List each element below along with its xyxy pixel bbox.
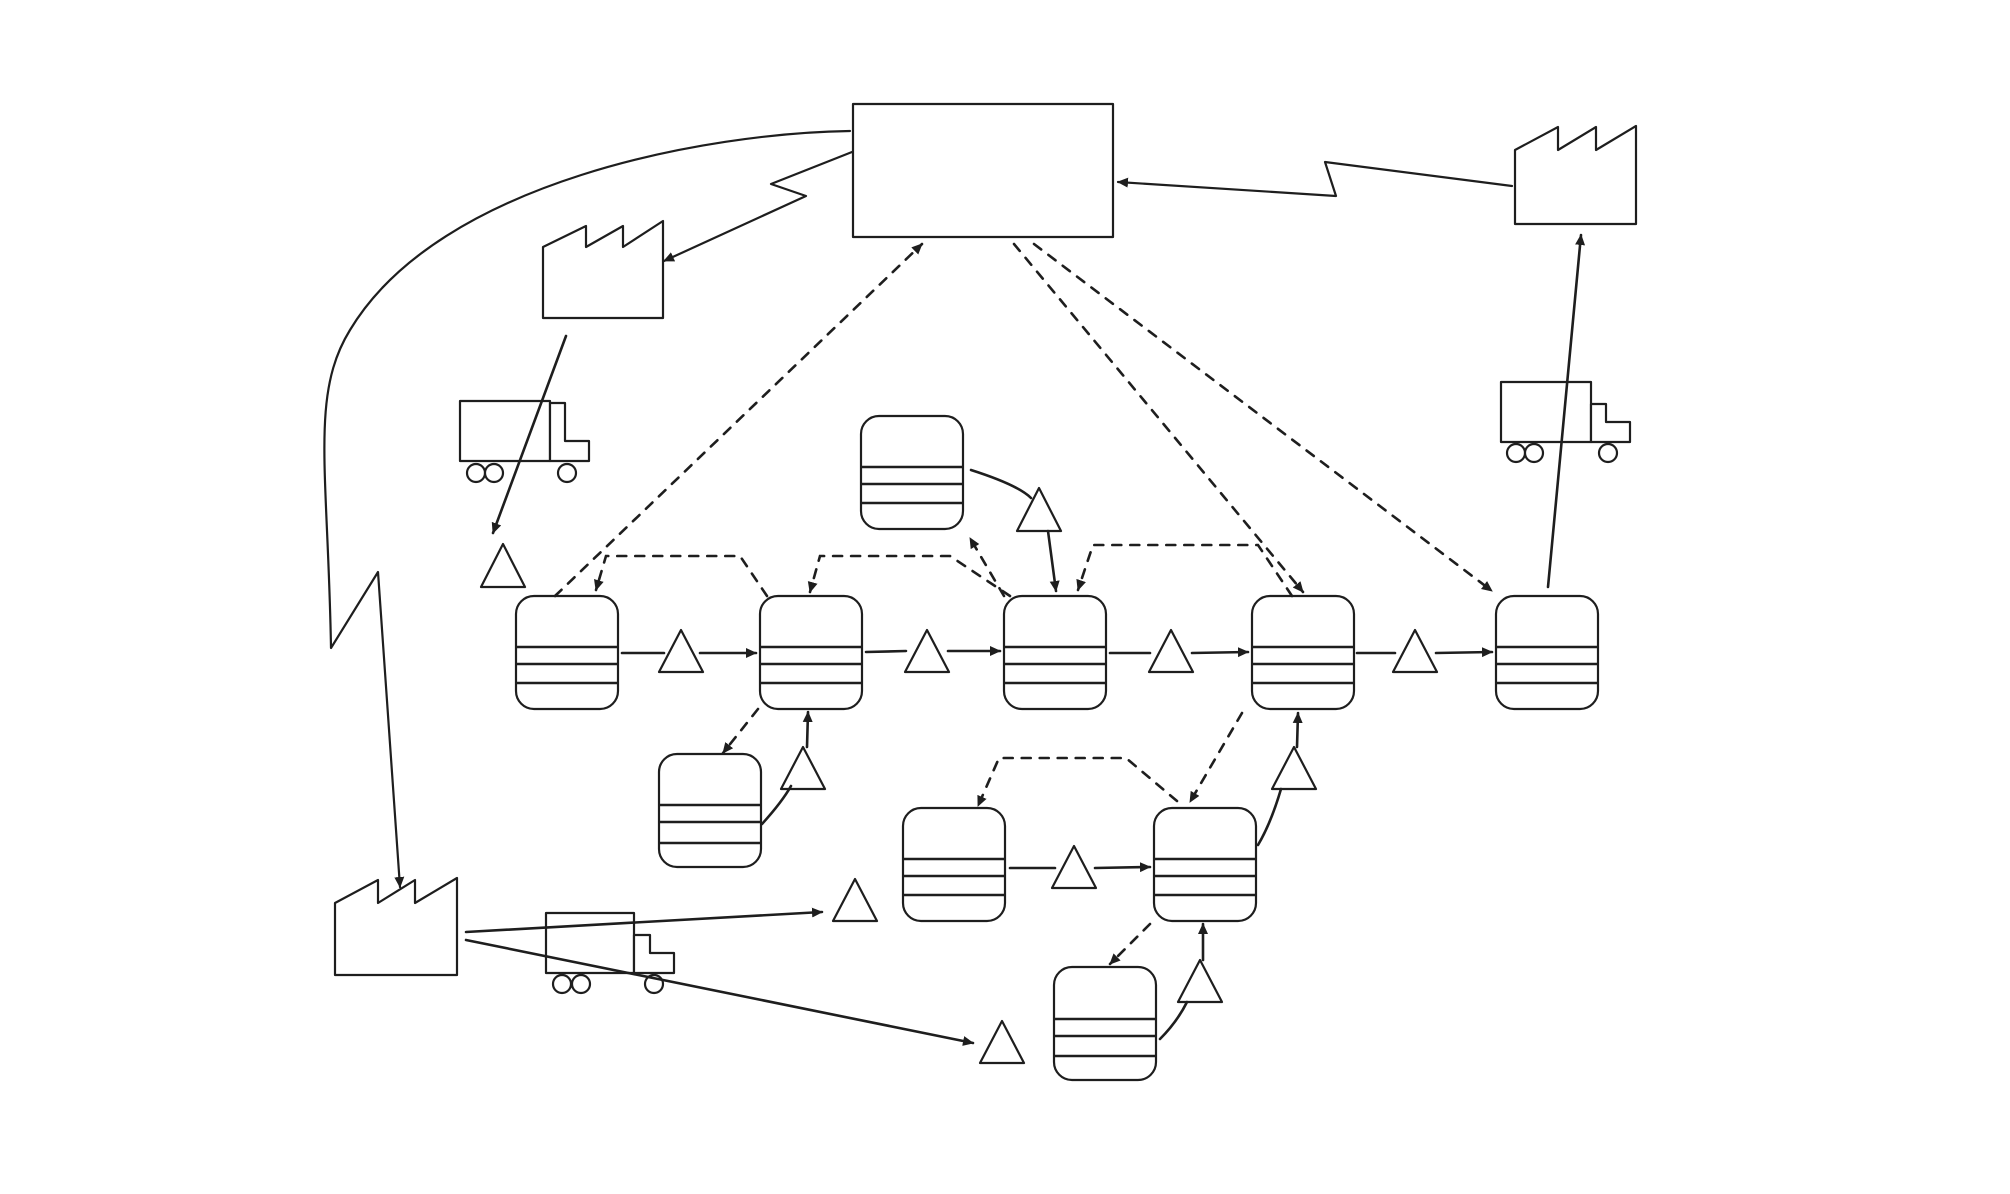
factory-icon-supplier-bottom-left[interactable] [333,876,459,977]
process-box-left-feeder[interactable] [657,752,763,869]
shipment-arrow [1546,233,1586,589]
process-box-sub-2[interactable] [1152,806,1258,923]
inventory-triangle-icon[interactable] [1050,844,1098,890]
process-box-top-feeder[interactable] [859,414,965,531]
process-box-5[interactable] [1494,594,1600,711]
inventory-triangle-icon[interactable] [1270,745,1318,791]
inventory-triangle-icon[interactable] [903,628,951,674]
info-arrow-dashed [1076,543,1294,598]
process-box-3[interactable] [1002,594,1108,711]
flow-arrow [969,468,1033,500]
flow-arrow [1434,647,1494,658]
inventory-triangle-icon[interactable] [479,542,527,589]
flow-arrow [1046,529,1060,593]
electronic-info-arrow [323,129,852,889]
flow-arrow [864,649,908,654]
truck-icon-bottom[interactable] [544,911,676,995]
info-arrow-dashed [807,554,1012,598]
shipment-arrow [464,938,975,1046]
flow-arrow [1093,862,1152,873]
process-box-4[interactable] [1250,594,1356,711]
factory-icon-supplier-top-left[interactable] [541,219,665,320]
shipment-arrow [464,907,824,934]
info-arrow-dashed [1032,242,1494,593]
flow-arrow [1256,787,1283,847]
inventory-triangle-icon[interactable] [978,1019,1026,1065]
inventory-triangle-icon[interactable] [831,877,879,923]
info-arrow-dashed [976,756,1179,808]
truck-icon-right[interactable] [1499,380,1632,464]
process-box-1[interactable] [514,594,620,711]
info-arrow-dashed [594,554,769,598]
info-arrow-dashed [1012,242,1305,594]
shipment-arrow [491,334,568,535]
inventory-triangle-icon[interactable] [1015,486,1063,533]
info-arrow-dashed [1188,711,1244,804]
flow-arrow [1190,647,1250,658]
inventory-triangle-icon[interactable] [1391,628,1439,674]
electronic-info-arrow [1116,160,1514,198]
flow-arrow [1292,711,1303,749]
factory-icon-customer-top-right[interactable] [1513,124,1638,226]
inventory-triangle-icon[interactable] [1147,628,1195,674]
info-arrow-dashed [968,536,1006,598]
info-arrow-dashed [721,707,760,755]
inventory-triangle-icon[interactable] [657,628,705,674]
inventory-triangle-icon[interactable] [1176,958,1224,1004]
truck-icon-left[interactable] [458,399,591,484]
flow-arrow [802,710,813,749]
info-arrow-dashed [1108,922,1152,966]
flow-arrow [1158,1000,1189,1041]
process-box-bottom-feeder[interactable] [1052,965,1158,1082]
info-arrow-dashed [553,242,924,598]
control-box[interactable] [851,102,1115,239]
process-box-2[interactable] [758,594,864,711]
electronic-info-arrow [662,150,854,263]
inventory-triangle-icon[interactable] [779,745,827,791]
process-box-sub-1[interactable] [901,806,1007,923]
flow-arrow [760,784,793,826]
